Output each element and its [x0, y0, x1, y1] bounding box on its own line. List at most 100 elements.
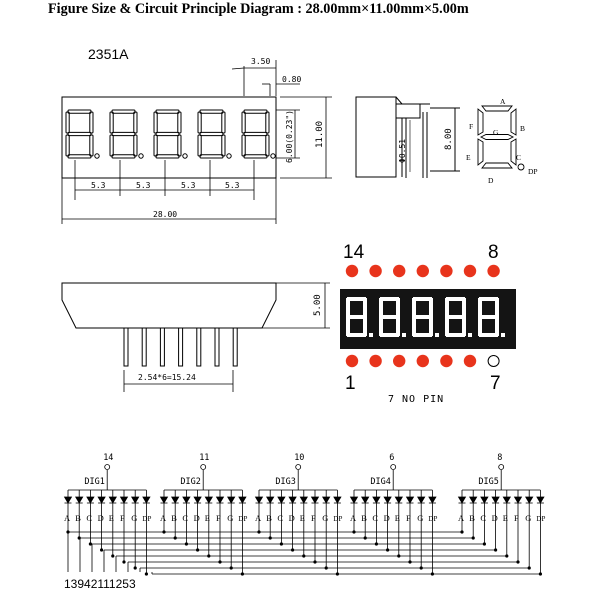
segment-label-E: E: [205, 513, 210, 523]
seg-label-d: D: [488, 176, 494, 185]
rail-junction: [493, 548, 498, 552]
segment-label-D: D: [384, 513, 390, 523]
diode-symbol: [383, 496, 392, 504]
pinout-empty-pin-7: [487, 355, 500, 367]
segment-legend-labels: A B C D E F G DP: [466, 97, 538, 185]
pinout-top-pin-10: [440, 264, 453, 278]
pinout-segment: [429, 317, 433, 336]
pinout-dp: [501, 333, 505, 337]
front-digit-2: [109, 109, 144, 159]
legend-segment-a: [481, 105, 513, 112]
segment-label-A: A: [255, 513, 262, 523]
digit-common-terminal: [295, 464, 302, 470]
digit-segment-outline: [265, 111, 270, 134]
pinout-segment: [495, 298, 499, 317]
no-pin-note: 7 NO PIN: [388, 394, 444, 405]
dim-pitch-2: 5.3: [136, 181, 151, 190]
pinout-dp: [435, 333, 439, 337]
pinout-top-pin-13: [369, 264, 382, 278]
diode-symbol: [361, 496, 370, 504]
diode-symbol: [75, 496, 84, 504]
segment-label-D: D: [289, 513, 295, 523]
front-digit-5: [241, 109, 276, 159]
segment-label-C: C: [480, 513, 486, 523]
rail-junction: [408, 560, 412, 564]
rail-junction: [482, 542, 486, 546]
diode-symbol: [333, 496, 342, 504]
dim-pin-dia: Φ0.51: [398, 139, 407, 163]
pinout-top-pin-11: [416, 264, 429, 278]
bottom-pin-2: [141, 328, 147, 367]
diode-symbol: [254, 496, 264, 504]
segment-label-DP: DP: [428, 515, 437, 523]
digit-segment-outline: [243, 109, 268, 114]
digit-segment-outline: [177, 134, 182, 157]
rail-junction: [184, 542, 188, 546]
digit-segment-outline: [155, 109, 180, 114]
segment-legend: [477, 105, 525, 171]
bottom-pin-7: [232, 328, 238, 367]
pinout-segment: [446, 333, 465, 337]
digit-label-DIG5: DIG5: [478, 477, 498, 487]
rail-junction: [290, 548, 295, 552]
side-view-drawing: [355, 96, 460, 178]
legend-segment-e: [477, 138, 484, 166]
digit-dp-outline: [270, 153, 276, 159]
model-label: 2351A: [88, 46, 129, 62]
digit-common-pin-8: 8: [497, 453, 502, 463]
diode-symbol: [469, 496, 478, 504]
digit-label-DIG2: DIG2: [180, 477, 200, 487]
segment-label-B: B: [75, 513, 81, 523]
diode-symbol: [131, 496, 140, 504]
pinout-bottom-pin-6: [463, 354, 477, 368]
segment-label-F: F: [514, 513, 519, 523]
segment-label-A: A: [458, 513, 465, 523]
pinout-pin-dots: [345, 264, 500, 368]
rail-junction: [257, 530, 261, 534]
front-digit-1: [65, 109, 100, 159]
bottom-pin-5: [196, 328, 202, 367]
page-title: Figure Size & Circuit Principle Diagram …: [48, 1, 469, 17]
digit-segment-outline: [155, 154, 180, 159]
segment-label-E: E: [395, 513, 400, 523]
diode-symbol: [405, 496, 415, 504]
pinout-segment: [363, 298, 367, 317]
dim-5-00: 5.00: [313, 294, 323, 316]
pinout-segment: [412, 298, 416, 317]
pinout-segment: [379, 317, 383, 336]
rail-junction: [324, 566, 328, 570]
rail-junction: [313, 560, 317, 564]
diode-symbol: [159, 496, 169, 504]
pinout-segment: [346, 298, 350, 317]
dim-11-00: 11.00: [315, 121, 325, 148]
rail-junction: [385, 548, 390, 552]
pinout-segment: [479, 297, 498, 301]
schematic-wires: [63, 464, 545, 576]
diode-symbol: [502, 496, 511, 504]
digit-segment-outline: [111, 154, 136, 159]
pinout-top-pin-9: [463, 264, 477, 278]
rail-junction: [419, 566, 423, 570]
dim-28-00: 28.00: [153, 210, 177, 219]
pinout-segment: [462, 317, 466, 336]
rail-junction: [397, 554, 401, 558]
pinout-segment: [445, 298, 449, 317]
segment-label-E: E: [109, 513, 114, 523]
front-view-dimensions: [61, 60, 332, 224]
legend-segment-g: [479, 134, 515, 140]
digit-segment-outline: [65, 134, 70, 157]
segment-label-B: B: [266, 513, 272, 523]
diode-symbol: [394, 496, 403, 504]
segment-label-DP: DP: [238, 515, 247, 523]
digit-segment-outline: [243, 131, 268, 137]
segment-label-DP: DP: [333, 515, 342, 523]
pinout-segment: [363, 317, 367, 336]
digit-segment-outline: [241, 134, 246, 157]
pinout-segment: [347, 333, 366, 337]
diode-symbol: [299, 496, 308, 504]
pinout-dp: [468, 333, 472, 337]
digit-segment-outline: [241, 111, 246, 134]
diode-symbol: [525, 496, 534, 504]
segment-pin-numbers: 13942111253: [64, 577, 136, 591]
segment-label-G: G: [131, 513, 137, 523]
